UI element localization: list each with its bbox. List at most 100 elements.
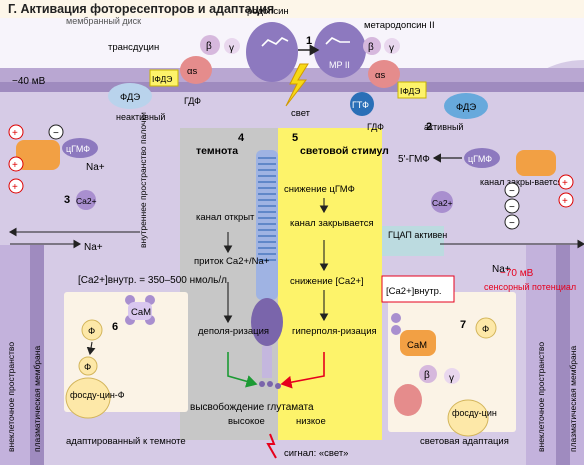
svg-text:+: + <box>562 178 568 189</box>
gdp-label-left: ГДФ <box>184 96 201 106</box>
signal-label: сигнал: «свет» <box>284 448 348 459</box>
na-left-top: Na+ <box>86 162 105 173</box>
svg-text:−: − <box>53 128 59 139</box>
charge-signs-right: − − − + + <box>504 174 574 230</box>
phosducin-label: фосду-цин <box>452 408 497 418</box>
light-ca-decrease: снижение [Ca2+] <box>290 276 364 287</box>
adapted-dark-label: адаптированный к темноте <box>66 436 186 447</box>
retinal-icon <box>261 37 289 47</box>
left-extracellular-label: внеклеточное пространство <box>6 342 16 452</box>
step-4: 4 <box>238 132 245 144</box>
inner-space-label: внутреннее пространство палочки <box>138 112 148 248</box>
light-bolt-icon <box>285 63 309 107</box>
pde-active <box>444 93 488 119</box>
pde-inactive <box>108 83 152 109</box>
channel-right <box>516 150 556 176</box>
na-left-bottom: Na+ <box>84 242 103 253</box>
svg-text:+: + <box>12 182 18 193</box>
signal-bolt-icon <box>266 433 277 459</box>
light-channel-closes: канал закрывается <box>290 218 374 229</box>
cam-complex-left <box>125 295 155 325</box>
glutamate-vesicles <box>259 381 281 389</box>
left-plasma-membrane <box>30 245 44 465</box>
channel-left <box>16 140 60 170</box>
gmp5-label: 5'-ГМФ <box>398 154 430 165</box>
cgmp-right-label: цГМФ <box>468 154 492 164</box>
pde-label: ФДЭ <box>120 92 140 103</box>
step-6: 6 <box>112 321 118 333</box>
ca-concentration-left: [Ca2+]внутр. = 350–500 нмоль/л <box>78 275 227 286</box>
step-7: 7 <box>460 319 466 331</box>
ca-right: Ca2+ <box>432 198 453 208</box>
release-high: высокое <box>228 416 265 427</box>
step-1: 1 <box>306 35 312 47</box>
step-5: 5 <box>292 132 298 144</box>
gamma-subunit-active: γ <box>389 43 394 54</box>
page-title: Г. Активация фотореceпторов и адаптация <box>8 2 274 16</box>
light-hyperpolarization: гиперполя-ризация <box>292 326 377 337</box>
dark-depolarization: деполя-ризация <box>198 326 269 337</box>
rhodopsin-label: родопсин <box>247 6 289 17</box>
inactive-label: неактивный <box>116 112 165 122</box>
step-2: 2 <box>426 121 432 133</box>
light-panel <box>278 128 382 440</box>
light-label: свет <box>291 108 311 119</box>
mp2-label: MP II <box>329 60 350 70</box>
sensory-potential-label: сенсорный потенциал <box>484 282 576 292</box>
i-pde-active-label: IФДЭ <box>400 86 420 96</box>
step-3: 3 <box>64 194 70 206</box>
svg-text:+: + <box>562 196 568 207</box>
cgmp-left-label: цГМФ <box>66 144 90 154</box>
na-right: Na+ <box>492 264 511 275</box>
rhodopsin-shape <box>246 22 298 82</box>
left-plasma-membrane-label: плазматическая мембрана <box>32 346 42 452</box>
gamma-right: γ <box>449 373 454 384</box>
right-voltage: −70 мВ <box>500 268 534 279</box>
alpha-s-active <box>368 60 400 88</box>
svg-text:−: − <box>509 218 515 229</box>
left-voltage: −40 мВ <box>12 76 46 87</box>
gamma-subunit-label: γ <box>229 43 234 54</box>
cam-left-label: CaM <box>131 307 151 318</box>
dark-channel: канал открыт <box>196 212 255 223</box>
svg-text:−: − <box>509 202 515 213</box>
phi-left-top: Ф <box>88 326 95 337</box>
release-low: низкое <box>296 416 326 427</box>
disk-label: мембранный диск <box>66 16 141 26</box>
metarhodopsin-label: метародопсин II <box>364 20 435 31</box>
rod-nucleus <box>251 298 283 346</box>
cam-right-label: CaM <box>407 340 427 351</box>
svg-text:−: − <box>509 186 515 197</box>
metarhodopsin-shape <box>314 22 366 78</box>
ca-inner-box <box>381 275 455 303</box>
gcap-box <box>382 226 444 256</box>
light-adaptation-label: световая адаптация <box>420 436 509 447</box>
light-title: световой стимул <box>300 145 389 157</box>
transducin-label: трансдуцин <box>108 42 159 53</box>
rod-outer-segment <box>256 150 278 300</box>
phosducin-f-label: фосду-цин-Ф <box>70 390 125 400</box>
alpha-s-active-label: αs <box>375 70 385 81</box>
phi-left-mid: Ф <box>84 362 91 373</box>
phi-right: Ф <box>482 324 489 335</box>
right-extracellular-label: внеклеточное пространство <box>536 342 546 452</box>
beta-right: β <box>424 370 430 381</box>
channel-closes-label: канал закры-вается <box>480 177 562 187</box>
gtp-label: ГТФ <box>352 100 369 110</box>
i-pde-label: IФДЭ <box>152 74 172 84</box>
gcap-label: ГЦАП активен <box>388 230 447 240</box>
gdp-label-right: ГДФ <box>367 122 384 132</box>
dark-influx: приток Ca2+/Na+ <box>194 256 270 267</box>
svg-text:+: + <box>12 128 18 139</box>
disk-membrane <box>0 68 584 84</box>
ca-left: Ca2+ <box>76 196 97 206</box>
right-plasma-membrane-label: плазматическая мембрана <box>568 346 578 452</box>
gtp-molecule <box>350 92 374 116</box>
svg-text:+: + <box>12 160 18 171</box>
right-plasma-membrane <box>556 245 570 465</box>
beta-subunit-label: β <box>206 41 212 52</box>
dark-title: темнота <box>196 145 238 157</box>
active-label: активный <box>424 122 463 132</box>
